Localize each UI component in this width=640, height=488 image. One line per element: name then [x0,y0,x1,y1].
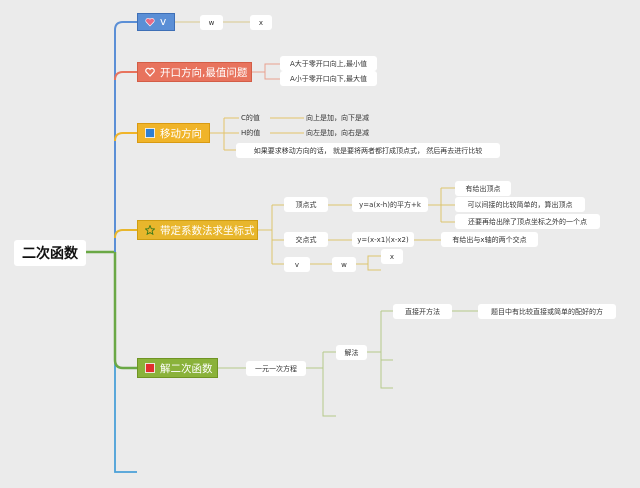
jiaodian-formula[interactable]: y=(x-x1)(x-x2) [352,232,414,247]
branch-daiding-label: 带定系数法求坐标式 [160,224,255,237]
daiding-extra-v[interactable]: v [284,257,310,272]
branch-jie-label: 解二次函数 [160,362,213,375]
dingdian-formula[interactable]: y=a(x-h)的平方+k [352,197,428,212]
daiding-extra-x[interactable]: x [381,249,403,264]
v-child-w[interactable]: w [200,15,223,30]
branch-v-label: v [160,16,167,28]
yidong-h-key[interactable]: H的值 [241,129,261,137]
heart-outline-icon [145,67,155,77]
heart-icon [145,17,155,27]
branch-yidong-label: 移动方向 [160,127,202,140]
v-child-x[interactable]: x [250,15,272,30]
branch-v[interactable]: v [137,13,175,31]
dingdian-item-3[interactable]: 还要再给出除了顶点坐标之外的一个点 [455,214,600,229]
kaikou-child-down[interactable]: A小于零开口向下,最大值 [280,71,377,86]
star-icon [145,225,155,235]
kaikou-child-up[interactable]: A大于零开口向上,最小值 [280,56,377,71]
red-flag-icon [145,363,155,373]
branch-kaikou-label: 开口方向,最值问题 [160,66,248,79]
jiefa-node[interactable]: 解法 [336,345,367,360]
root-label: 二次函数 [22,246,78,262]
dingdian-item-2[interactable]: 可以间接的比较简单的，算出顶点 [455,197,585,212]
blue-square-icon [145,128,155,138]
branch-yidong[interactable]: 移动方向 [137,123,210,143]
daiding-extra-w[interactable]: w [332,257,356,272]
dingdian-item-1[interactable]: 有给出顶点 [455,181,511,196]
zhijie-desc[interactable]: 题目中有比较直接或简单的配好的方 [478,304,616,319]
jiaodian-label[interactable]: 交点式 [284,232,328,247]
yidong-note[interactable]: 如果要求移动方向的话， 就是要将两者都打成顶点式， 然后再去进行比较 [236,143,500,158]
yidong-c-key[interactable]: C的值 [241,114,260,122]
branch-kaikou[interactable]: 开口方向,最值问题 [137,62,252,82]
yiyuan-node[interactable]: 一元一次方程 [246,361,306,376]
jiaodian-item[interactable]: 有给出与x轴的两个交点 [441,232,538,247]
yidong-c-value[interactable]: 向上是加，向下是减 [306,114,369,122]
yidong-h-value[interactable]: 向左是加，向右是减 [306,129,369,137]
root-topic[interactable]: 二次函数 [14,240,86,266]
branch-daiding[interactable]: 带定系数法求坐标式 [137,220,258,240]
zhijie-node[interactable]: 直接开方法 [393,304,452,319]
branch-jie[interactable]: 解二次函数 [137,358,218,378]
dingdian-label[interactable]: 顶点式 [284,197,328,212]
